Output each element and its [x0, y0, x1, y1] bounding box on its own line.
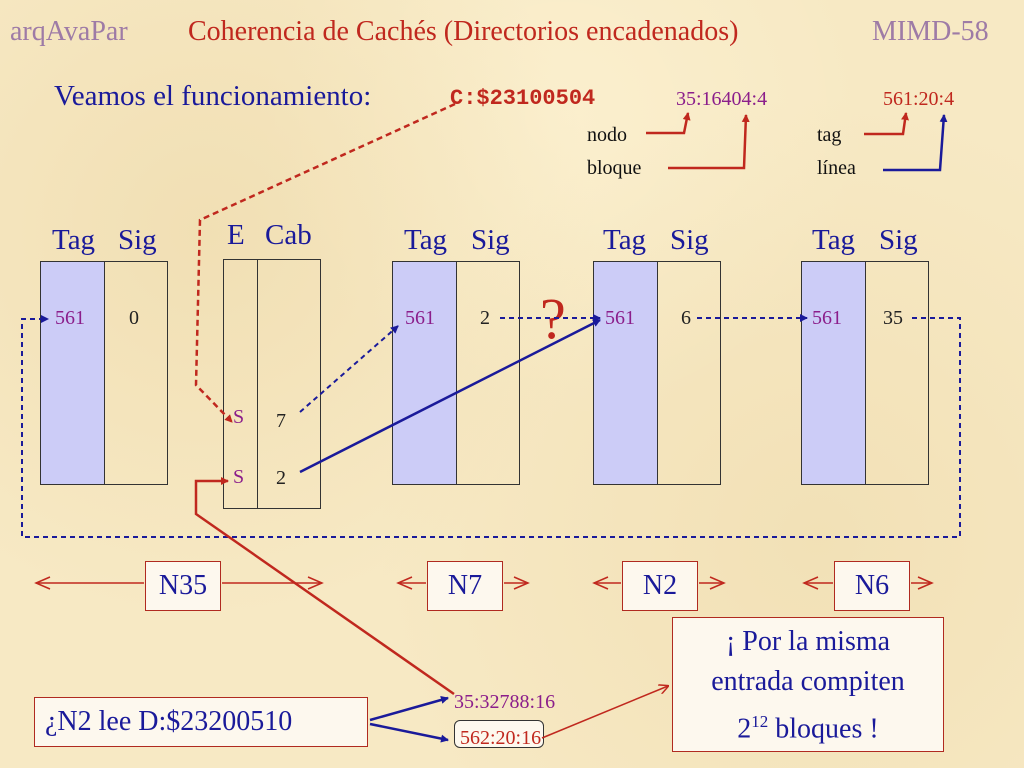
- label-nodo: nodo: [587, 124, 627, 146]
- note-line-3: 212 bloques !: [673, 702, 943, 749]
- address-split-node-block: 35:16404:4: [676, 88, 768, 110]
- cache3-sig-column: [657, 261, 721, 485]
- cache2-tag-column: [392, 261, 457, 485]
- cache4-sig-column: [865, 261, 929, 485]
- node-box-n35: N35: [145, 561, 221, 611]
- bracket-linea: [883, 114, 948, 172]
- node-box-n7: N7: [427, 561, 503, 611]
- cache4-tag-value: 561: [812, 307, 842, 329]
- cache4-sig-header: Sig: [879, 224, 918, 256]
- directory-entry2-state: S: [233, 466, 245, 488]
- chain-35-loop: [21, 315, 961, 538]
- cache1-sig-header: Sig: [118, 224, 157, 256]
- split-to-note-arrow: [541, 686, 668, 739]
- read-split-tag-line-frame: [454, 720, 544, 748]
- bracket-bloque: [668, 114, 750, 170]
- label-linea: línea: [817, 157, 856, 179]
- dir-to-cache3-arrow: [299, 318, 601, 474]
- cache3-sig-header: Sig: [670, 224, 709, 256]
- note-line-1: ¡ Por la misma: [725, 626, 891, 657]
- directory-entry1-state: S: [233, 406, 245, 428]
- cache2-tag-header: Tag: [404, 224, 448, 256]
- read-box-split-arrow-1: [369, 696, 449, 722]
- cache1-sig-value: 0: [129, 307, 139, 329]
- read-split-node-block: 35:32788:16: [454, 691, 556, 713]
- cache3-tag-header: Tag: [603, 224, 647, 256]
- cache1-tag-column: [40, 261, 105, 485]
- note-rest: bloques !: [768, 713, 879, 745]
- read-to-directory-arrow: [194, 477, 455, 696]
- node-box-n2: N2: [622, 561, 698, 611]
- slide-title: Coherencia de Cachés (Directorios encade…: [188, 16, 739, 47]
- directory-entry2-head: 2: [276, 467, 286, 489]
- cache3-tag-value: 561: [605, 307, 635, 329]
- read-split-tag-line: 562:20:16: [460, 727, 542, 749]
- node-box-n6: N6: [834, 561, 910, 611]
- slide-number: MIMD-58: [872, 16, 989, 47]
- address-to-directory-arrow: [194, 102, 456, 423]
- note-base: 2: [737, 713, 752, 745]
- label-bloque: bloque: [587, 157, 642, 179]
- cache3-sig-value: 6: [681, 307, 691, 329]
- note-exponent: 12: [751, 712, 769, 731]
- bracket-tag: [864, 112, 909, 136]
- note-box: ¡ Por la misma entrada compiten 212 bloq…: [672, 617, 944, 752]
- cache1-sig-column: [104, 261, 168, 485]
- cache1-tag-value: 561: [55, 307, 85, 329]
- note-line-2: entrada compiten: [711, 666, 905, 697]
- label-tag: tag: [817, 124, 842, 146]
- cache2-sig-value: 2: [480, 307, 490, 329]
- directory-cab-column: [257, 259, 321, 509]
- address-split-tag-line: 561:20:4: [883, 88, 955, 110]
- directory-cab-header: Cab: [265, 219, 312, 251]
- cache2-tag-value: 561: [405, 307, 435, 329]
- directory-entry1-head: 7: [276, 410, 286, 432]
- cache2-sig-header: Sig: [471, 224, 510, 256]
- cache4-tag-header: Tag: [812, 224, 856, 256]
- cache2-sig-column: [456, 261, 520, 485]
- directory-e-header: E: [227, 219, 245, 251]
- dir-to-cache2-arrow: [299, 325, 399, 413]
- cache1-tag-header: Tag: [52, 224, 96, 256]
- subtitle-text: Veamos el funcionamiento:: [54, 80, 372, 112]
- cache4-sig-value: 35: [883, 307, 903, 329]
- address-label: C:$23100504: [450, 86, 596, 111]
- course-label: arqAvaPar: [10, 16, 128, 47]
- read-request-box: ¿N2 lee D:$23200510: [34, 697, 368, 747]
- read-box-split-arrow-2: [369, 722, 449, 743]
- bracket-nodo: [646, 112, 691, 135]
